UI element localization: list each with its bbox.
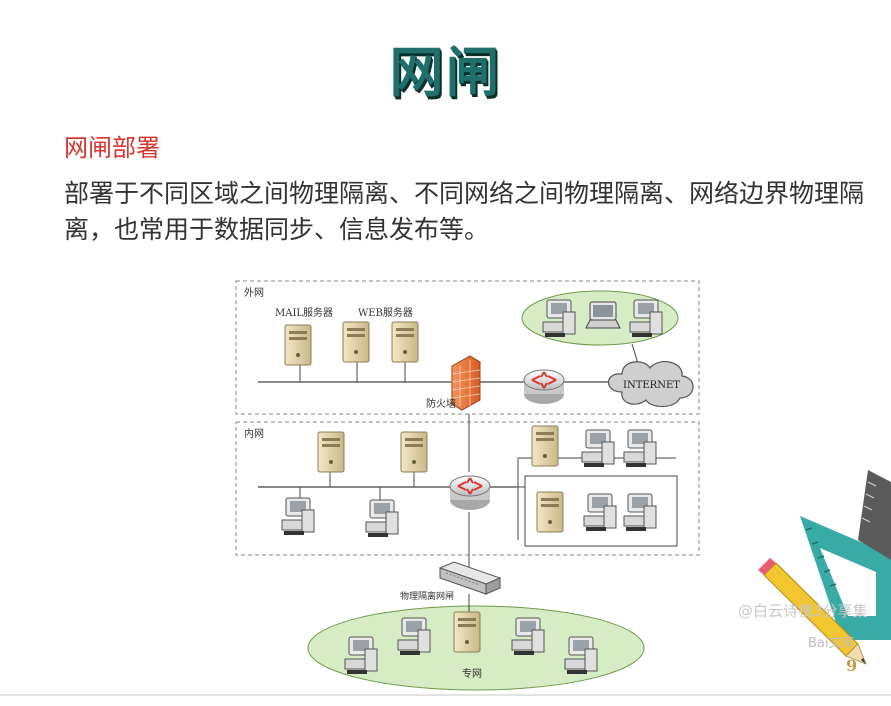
section-heading: 网闸部署 [64, 134, 160, 162]
firewall-icon [451, 355, 481, 411]
bottom-divider [0, 694, 891, 696]
inner-pc-icon [581, 429, 615, 468]
inner-server-icon [531, 425, 559, 467]
internet-cloud-icon [607, 360, 694, 408]
outer-laptop-icon [585, 301, 621, 329]
inner-pc-icon [281, 497, 315, 536]
web-server-icon [391, 321, 419, 363]
web-server-icon [342, 321, 370, 363]
inner-zone-box [235, 421, 700, 556]
network-gap-device-icon [438, 561, 502, 595]
inner-zone-label: 内网 [244, 427, 264, 440]
inner-pc-icon [623, 493, 657, 532]
gap-label: 物理隔离网闸 [400, 590, 454, 602]
mail-server-icon [284, 324, 312, 366]
inner-server-icon [400, 431, 428, 473]
inner-pc-icon [623, 429, 657, 468]
inner-pc-icon [583, 493, 617, 532]
inner-server-icon [317, 431, 345, 473]
outer-zone-box [235, 280, 700, 415]
internet-label: INTERNET [623, 380, 680, 391]
private-server-icon [453, 611, 481, 653]
wenku-logo: Bai文库 [808, 636, 855, 651]
inner-router-icon [449, 475, 491, 511]
page-number: 9 [846, 656, 858, 675]
outer-router-icon [523, 369, 565, 405]
body-paragraph: 部署于不同区域之间物理隔离、不同网络之间物理隔离、网络边界物理隔离，也常用于数据… [64, 179, 865, 244]
outer-zone-label: 外网 [244, 287, 264, 299]
slide-title: 网闸 [389, 41, 502, 104]
web-server-label: WEB服务器 [358, 306, 413, 319]
watermark-text: @白云诗槐3分享集 [738, 602, 868, 620]
firewall-label: 防火墙 [426, 397, 456, 410]
inner-pc-icon [365, 499, 399, 538]
mail-server-label: MAIL服务器 [275, 306, 333, 319]
private-zone-label: 专网 [462, 667, 482, 680]
inner-server-icon [536, 491, 564, 533]
